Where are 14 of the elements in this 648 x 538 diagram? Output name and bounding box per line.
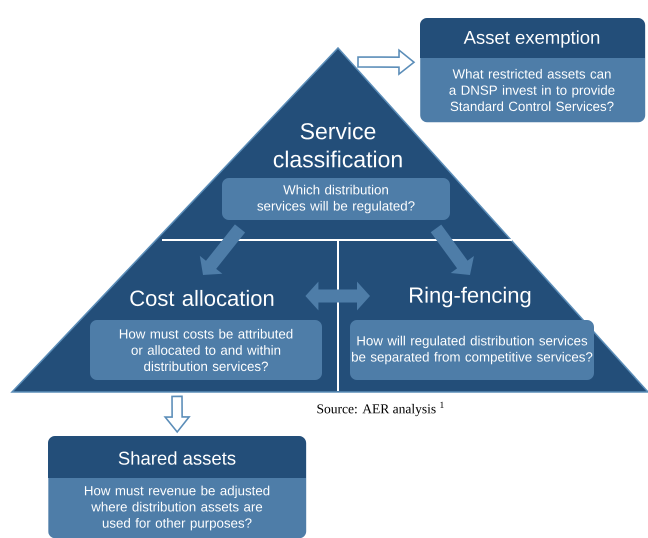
question-box: Which distribution services will be regulated? — [222, 178, 450, 220]
arrow — [430, 224, 474, 275]
heading: Cost allocation — [130, 290, 274, 306]
source-note: Source: AER analysis $^{1}$ — [317, 402, 444, 416]
question-text: What restricted assets can a DNSP invest in to provide Standard Control Services? — [449, 68, 615, 112]
heading: Ring-fencing — [410, 286, 530, 308]
heading: Shared assets — [118, 451, 236, 465]
question-box: How will regulated distribution services be separated from competitive services? — [350, 320, 594, 380]
arrow — [163, 396, 191, 434]
arrow — [357, 48, 416, 76]
question-box: How must costs be attributed or allocated to and within distribution services? — [90, 320, 322, 380]
heading: Asset exemption — [464, 30, 600, 48]
question-text: How must revenue be adjusted where distribution assets are used for other purposes? — [84, 486, 270, 530]
heading: Service classification — [274, 122, 402, 168]
